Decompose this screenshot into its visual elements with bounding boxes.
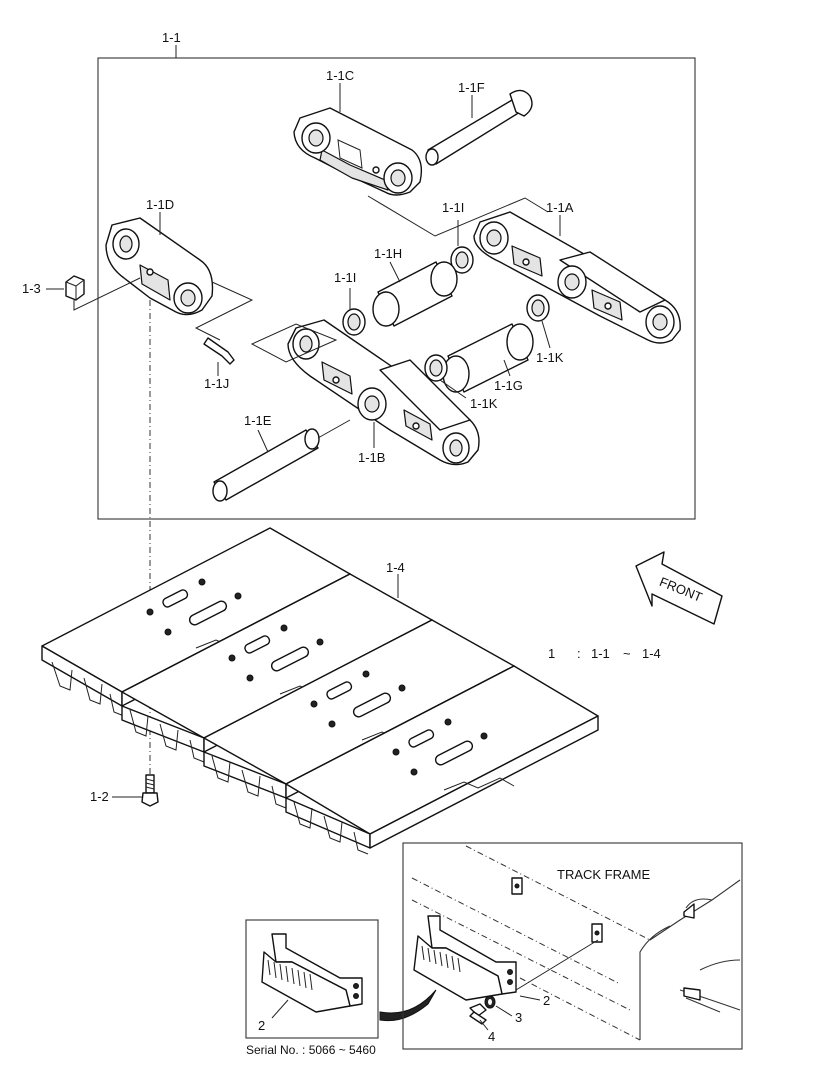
- track-frame-label: TRACK FRAME: [557, 867, 651, 882]
- seal-1-1k-mid: [424, 354, 448, 382]
- link-1-1d: [105, 217, 214, 316]
- label-1-1b: 1-1B: [358, 450, 385, 465]
- seal-1-1i-top: [450, 246, 474, 274]
- inset-pointer-arrow: [379, 989, 437, 1022]
- bushing-1-1h: [372, 261, 458, 327]
- label-1-1: 1-1: [162, 30, 181, 45]
- track-shoe-4: [285, 665, 599, 855]
- guard-part-2: [413, 915, 517, 1001]
- label-1-1d: 1-1D: [146, 197, 174, 212]
- nut-1-3: [65, 275, 85, 301]
- pin-1-1f: [425, 89, 533, 166]
- label-1-1g: 1-1G: [494, 378, 523, 393]
- equation-tilde: ~: [623, 646, 631, 661]
- equation-to: 1-4: [642, 646, 661, 661]
- frame-label-3: 3: [515, 1010, 522, 1025]
- track-link-assembly-group: 1-1 1-1C 1-1F: [22, 30, 696, 520]
- cotter-pin-1-1j: [203, 337, 235, 365]
- guard-part-2-inset: [261, 933, 363, 1013]
- inset-label-2: 2: [258, 1018, 265, 1033]
- bushing-1-1g: [442, 323, 534, 393]
- front-direction-arrow: FRONT: [635, 551, 723, 625]
- track-frame-detail: TRACK FRAME 2: [402, 842, 743, 1050]
- label-1-1i-top: 1-1I: [442, 200, 464, 215]
- bolt-1-2: [141, 774, 159, 807]
- track-shoes-1-4: [41, 527, 599, 855]
- inset-frame: [245, 919, 379, 1039]
- bolt-4: [469, 1003, 487, 1025]
- label-1-1k-mid: 1-1K: [470, 396, 498, 411]
- washer-3: [484, 995, 496, 1009]
- seal-1-1i-left: [342, 308, 366, 336]
- label-1-1h: 1-1H: [374, 246, 402, 261]
- label-1-1f: 1-1F: [458, 80, 485, 95]
- equation-from: 1-1: [591, 646, 610, 661]
- label-1-1j: 1-1J: [204, 376, 229, 391]
- equation-colon: :: [577, 646, 581, 661]
- serial-number-label: Serial No. : 5066 ~ 5460: [246, 1043, 376, 1057]
- label-1-1i-left: 1-1I: [334, 270, 356, 285]
- pin-1-1e: [212, 428, 320, 502]
- label-1-1e: 1-1E: [244, 413, 272, 428]
- assembly-equation: 1 : 1-1 ~ 1-4: [548, 646, 661, 661]
- label-1-4: 1-4: [386, 560, 405, 575]
- label-1-2: 1-2: [90, 789, 109, 804]
- assembly-frame: [97, 57, 696, 520]
- link-1-1b: [287, 319, 480, 466]
- label-1-1c: 1-1C: [326, 68, 354, 83]
- track-frame-box: [402, 842, 743, 1050]
- frame-label-2: 2: [543, 993, 550, 1008]
- link-1-1c: [293, 107, 423, 196]
- label-1-3: 1-3: [22, 281, 41, 296]
- label-1-1k-right: 1-1K: [536, 350, 564, 365]
- equation-left: 1: [548, 646, 555, 661]
- seal-1-1k-right: [526, 294, 550, 322]
- frame-label-4: 4: [488, 1029, 495, 1044]
- guard-inset: 2: [245, 919, 379, 1039]
- link-1-1a: [473, 211, 681, 344]
- label-1-1a: 1-1A: [546, 200, 574, 215]
